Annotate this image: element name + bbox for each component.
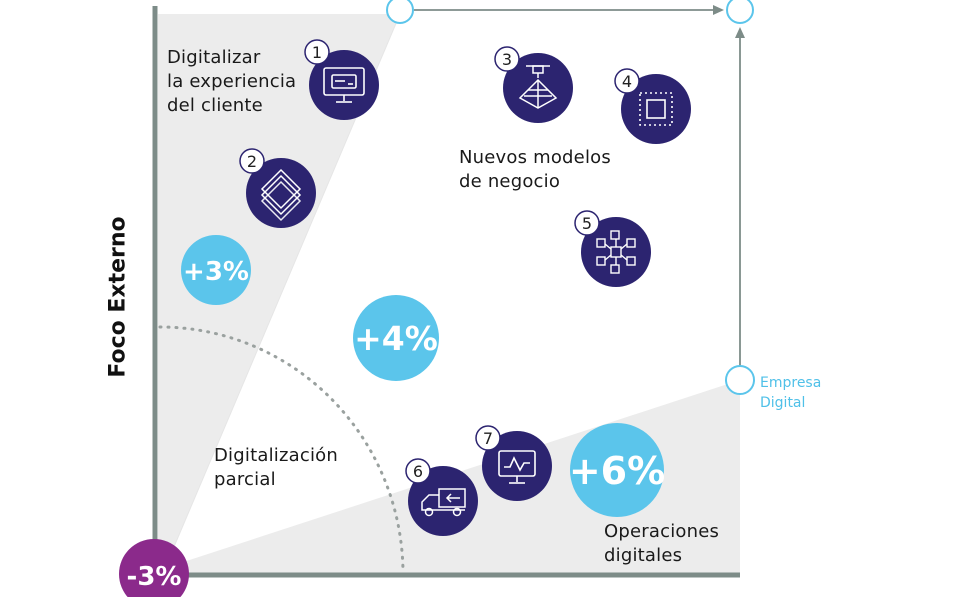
label-new-business-models: Nuevos modelos de negocio	[459, 147, 611, 192]
layers-icon	[260, 168, 302, 222]
label-digital-operations: Operaciones digitales	[604, 521, 720, 566]
badge-plus-4: +4%	[353, 295, 439, 381]
marker-7-number: 7	[483, 429, 493, 448]
badge-plus-4-text: +4%	[354, 319, 438, 358]
virtual-square-icon	[639, 92, 673, 126]
marker-4: 4	[614, 68, 691, 144]
badge-plus-3: +3%	[181, 235, 251, 305]
label-customer-experience: Digitalizar la experiencia del cliente	[167, 47, 297, 116]
marker-5: 5	[574, 210, 651, 287]
y-axis-label: Foco Externo	[105, 216, 131, 378]
customer-experience-band	[158, 14, 400, 568]
marker-2: 2	[239, 148, 316, 228]
badge-plus-6-text: +6%	[569, 449, 665, 493]
marker-3-number: 3	[502, 50, 512, 69]
partial-digitalization-arc	[158, 325, 405, 574]
marker-3: 3	[494, 46, 573, 123]
marker-6: 6	[405, 458, 478, 536]
badge-minus-3: -3%	[119, 539, 189, 602]
badge-plus-3-text: +3%	[183, 257, 249, 287]
marker-6-number: 6	[413, 462, 423, 481]
3d-printer-icon	[518, 65, 558, 109]
delivery-truck-icon	[421, 488, 466, 517]
marker-1-number: 1	[312, 43, 322, 62]
badge-plus-6: +6%	[569, 423, 665, 517]
label-partial-digitalization: Digitalización parcial	[214, 445, 338, 490]
marker-1: 1	[304, 39, 379, 120]
card-screen-icon	[323, 67, 365, 103]
analytics-monitor-icon	[498, 450, 536, 484]
marker-2-number: 2	[247, 152, 257, 171]
badge-minus-3-text: -3%	[127, 562, 182, 592]
empresa-digital-node	[725, 365, 755, 395]
marker-4-number: 4	[622, 72, 632, 91]
label-empresa-digital: Empresa Digital	[760, 375, 822, 411]
top-node-right	[726, 0, 754, 24]
network-cubes-icon	[596, 230, 636, 274]
right-arrow-head	[735, 27, 745, 38]
top-arrow-head	[713, 5, 724, 15]
marker-7: 7	[475, 425, 552, 501]
marker-5-number: 5	[582, 214, 592, 233]
top-node-left	[386, 0, 414, 24]
